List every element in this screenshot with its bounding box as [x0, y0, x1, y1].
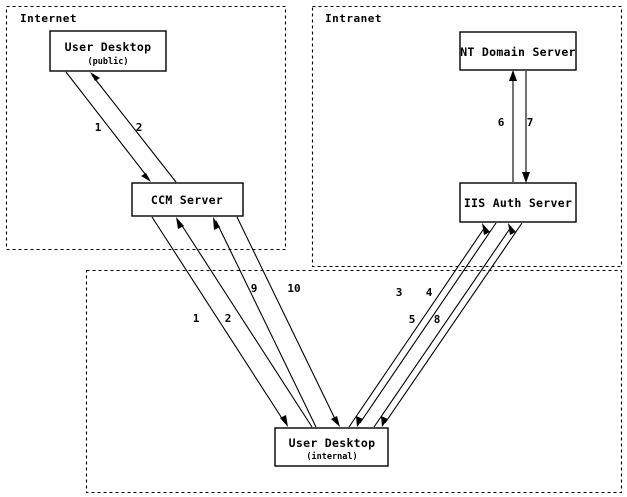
node-ccm-server[interactable]: CCM Server — [131, 182, 244, 217]
node-user-desktop-internal[interactable]: User Desktop (internal) — [274, 427, 389, 467]
flow-6-arrowhead — [509, 70, 517, 81]
step-label-1-internal: 1 — [193, 312, 200, 325]
flow-1-public-arrowhead — [141, 173, 151, 182]
flow-2-public — [90, 72, 177, 183]
flow-10-arrowhead — [331, 416, 340, 427]
node-user-desktop-public-subtitle: (public) — [88, 56, 129, 67]
flow-8 — [381, 222, 523, 427]
node-user-desktop-public-title: User Desktop — [65, 40, 152, 54]
flow-1-public-line — [65, 71, 150, 180]
flow-2-internal-line — [178, 220, 313, 428]
flow-8-line — [384, 222, 523, 424]
flow-1-internal — [151, 216, 288, 427]
flow-9-arrowhead — [213, 217, 220, 230]
flow-5-arrowhead — [508, 223, 516, 235]
node-nt-domain-server-box[interactable] — [459, 31, 577, 71]
node-ccm-server-title: CCM Server — [151, 193, 223, 207]
flow-7-arrowhead — [522, 172, 530, 183]
step-label-1-public: 1 — [95, 121, 102, 134]
node-nt-domain-server[interactable]: NT Domain Server — [459, 31, 577, 71]
node-iis-auth-server-box[interactable] — [459, 182, 577, 223]
node-nt-domain-server-title: NT Domain Server — [460, 45, 576, 59]
step-label-2-internal: 2 — [225, 312, 232, 325]
flow-3 — [348, 223, 490, 428]
flow-3-arrowhead — [482, 223, 490, 235]
flow-10 — [236, 216, 340, 427]
zone-label-intranet: Intranet — [325, 12, 382, 25]
flow-7 — [522, 71, 530, 183]
node-user-desktop-internal-subtitle: (internal) — [306, 451, 357, 462]
node-iis-auth-server[interactable]: IIS Auth Server — [459, 182, 577, 223]
flow-4-arrowhead — [356, 416, 363, 427]
flow-group — [65, 70, 530, 428]
zone-label-internet: Internet — [20, 12, 77, 25]
zone-internet-border — [5, 5, 287, 251]
flow-3-line — [348, 226, 486, 428]
flow-9-line — [215, 220, 317, 428]
step-label-3: 3 — [396, 286, 403, 299]
step-label-8: 8 — [434, 313, 441, 326]
node-group: User Desktop (public) CCM Server NT Doma… — [49, 30, 577, 467]
node-ccm-server-box[interactable] — [131, 182, 244, 217]
step-label-10: 10 — [287, 282, 300, 295]
flow-1-public — [65, 71, 151, 182]
flow-6 — [509, 70, 517, 182]
flow-1-internal-arrowhead — [280, 415, 288, 427]
flow-2-internal-arrowhead — [176, 217, 184, 229]
flow-5-line — [373, 226, 512, 428]
node-user-desktop-internal-title: User Desktop — [289, 436, 376, 450]
flow-2-internal — [176, 217, 313, 428]
flow-4 — [356, 222, 497, 427]
step-label-group: 1 2 6 7 9 10 1 2 3 4 5 8 — [95, 116, 534, 326]
node-user-desktop-public[interactable]: User Desktop (public) — [49, 30, 167, 72]
flow-10-line — [236, 216, 338, 424]
flow-5 — [373, 223, 516, 428]
step-label-6: 6 — [498, 116, 505, 129]
node-iis-auth-server-title: IIS Auth Server — [464, 196, 572, 210]
flow-1-internal-line — [151, 216, 286, 424]
flow-8-arrowhead — [381, 416, 388, 427]
step-label-9: 9 — [251, 282, 258, 295]
step-label-5: 5 — [409, 313, 416, 326]
step-label-2-public: 2 — [136, 121, 143, 134]
step-label-7: 7 — [527, 116, 534, 129]
flow-2-public-line — [91, 74, 177, 183]
flow-4-line — [359, 222, 497, 424]
zone-intranet-border — [311, 5, 623, 268]
flow-9 — [213, 217, 317, 428]
node-user-desktop-internal-box[interactable] — [274, 427, 389, 467]
flow-2-public-arrowhead — [90, 72, 100, 81]
node-user-desktop-public-box[interactable] — [49, 30, 167, 72]
step-label-4: 4 — [426, 286, 433, 299]
zone-group: Internet Intranet — [5, 5, 623, 494]
